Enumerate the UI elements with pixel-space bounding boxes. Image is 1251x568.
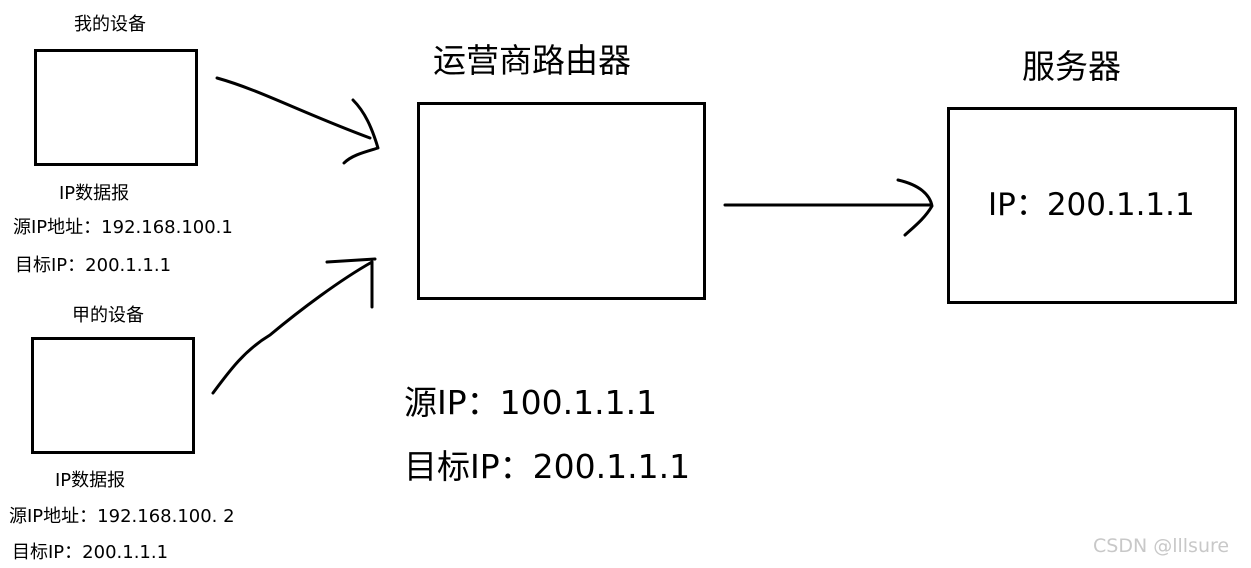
server-title: 服务器 <box>1022 47 1121 86</box>
jia-device-src-ip: 源IP地址：192.168.100. 2 <box>9 506 235 527</box>
arrow-jia-device-to-router <box>211 260 374 395</box>
router-dst-ip: 目标IP：200.1.1.1 <box>404 447 691 486</box>
jia-device-packet-label: IP数据报 <box>55 470 126 491</box>
my-device-box <box>34 49 198 166</box>
arrowhead-jia-device <box>325 257 377 309</box>
my-device-packet-label: IP数据报 <box>59 183 130 204</box>
jia-device-title: 甲的设备 <box>72 305 144 326</box>
my-device-src-ip: 源IP地址：192.168.100.1 <box>13 217 233 238</box>
router-src-ip: 源IP：100.1.1.1 <box>404 383 658 422</box>
arrowhead-server <box>896 178 934 237</box>
jia-device-dst-ip: 目标IP：200.1.1.1 <box>12 542 169 563</box>
my-device-dst-ip: 目标IP：200.1.1.1 <box>15 255 172 276</box>
jia-device-box <box>31 337 195 454</box>
my-device-title: 我的设备 <box>74 14 146 35</box>
watermark: CSDN @lllsure <box>1093 535 1230 557</box>
router-box <box>417 102 706 300</box>
server-ip: IP：200.1.1.1 <box>988 187 1195 223</box>
router-title: 运营商路由器 <box>433 41 631 80</box>
server-box <box>947 107 1237 304</box>
arrowhead-my-device <box>342 98 380 165</box>
arrow-my-device-to-router <box>215 76 372 140</box>
